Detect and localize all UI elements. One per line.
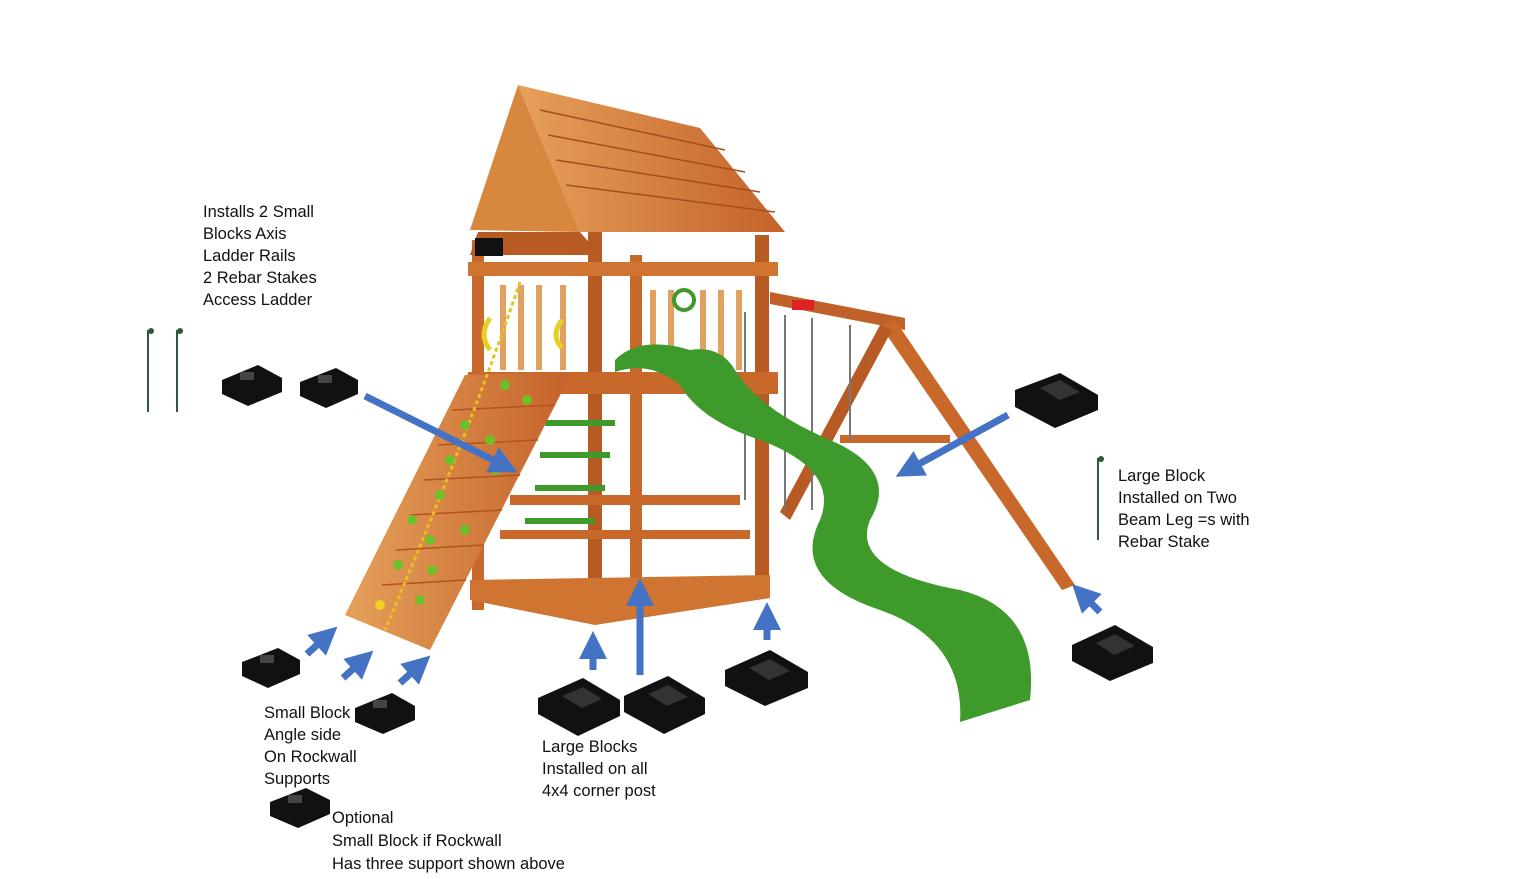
climbing-rocks (375, 380, 532, 610)
table (510, 495, 740, 505)
a-frame-leg (880, 320, 1075, 590)
arrow-icon (304, 626, 338, 657)
note-line: Large Block (1118, 467, 1206, 485)
note-line: 2 Rebar Stakes (203, 269, 317, 287)
roof-shingles (539, 109, 776, 213)
note-line: Large Blocks (542, 738, 638, 756)
large-block-icon (1072, 625, 1153, 681)
sign (792, 300, 814, 310)
a-frame-brace (840, 435, 950, 443)
note-line: Installs 2 Small (203, 203, 314, 221)
note-line: Installed on Two (1118, 489, 1237, 507)
post (588, 195, 602, 615)
note-line: Has three support shown above (332, 855, 565, 873)
small-block-icon (242, 648, 300, 688)
roof-gable (470, 85, 580, 232)
note-line: Small Block (264, 704, 351, 722)
roof (518, 85, 785, 232)
handle (481, 316, 493, 352)
access-ladder-note: Installs 2 Small Blocks Axis Ladder Rail… (203, 201, 317, 311)
swing-beam-note: Large Block Installed on Two Beam Leg =s… (1118, 465, 1250, 553)
small-block-icon (222, 365, 282, 406)
playset-illustration (345, 85, 1075, 722)
note-line: Blocks Axis (203, 225, 287, 243)
note-line: Rebar Stake (1118, 533, 1210, 551)
steering-wheel (672, 288, 696, 312)
note-line: Installed on all (542, 760, 648, 778)
note-line: On Rockwall (264, 748, 357, 766)
arrow-icon (895, 411, 1010, 477)
rebar-stake-icon (147, 328, 154, 412)
note-line: Ladder Rails (203, 247, 296, 265)
upper-rail (468, 262, 778, 276)
note-line: Beam Leg =s with (1118, 511, 1250, 529)
a-frame-leg (780, 325, 892, 520)
small-block-icon (300, 368, 358, 408)
arrow-icon (363, 392, 518, 473)
ladder-rungs (525, 420, 615, 524)
balusters (500, 285, 742, 370)
arrow-icon (397, 655, 431, 686)
arrow-icon (340, 650, 374, 681)
rockwall-note: Small Block Angle side On Rockwall Suppo… (264, 702, 357, 790)
bench (500, 530, 750, 539)
rebar-stake-icon (176, 328, 183, 412)
handle (553, 318, 565, 350)
note-line: Angle side (264, 726, 342, 744)
small-block-icon (270, 788, 330, 828)
small-block-on-roof (475, 238, 503, 256)
large-block-icon (725, 650, 808, 706)
slide (615, 344, 1032, 722)
small-block-icon (355, 693, 415, 734)
note-line: Small Block if Rockwall (332, 832, 502, 850)
large-block-icon (1015, 373, 1098, 428)
note-line: Optional (332, 809, 394, 827)
large-block-icon (538, 678, 620, 736)
sandbox (470, 575, 770, 625)
note-line: Access Ladder (203, 291, 313, 309)
note-line: 4x4 corner post (542, 782, 656, 800)
note-line: Supports (264, 770, 331, 788)
arrow-icon (1072, 584, 1103, 615)
corner-posts-note: Large Blocks Installed on all 4x4 corner… (542, 736, 656, 802)
large-block-icon (624, 676, 705, 734)
rebar-stake-icon (1097, 456, 1104, 540)
optional-note: Optional Small Block if Rockwall Has thr… (332, 807, 565, 876)
